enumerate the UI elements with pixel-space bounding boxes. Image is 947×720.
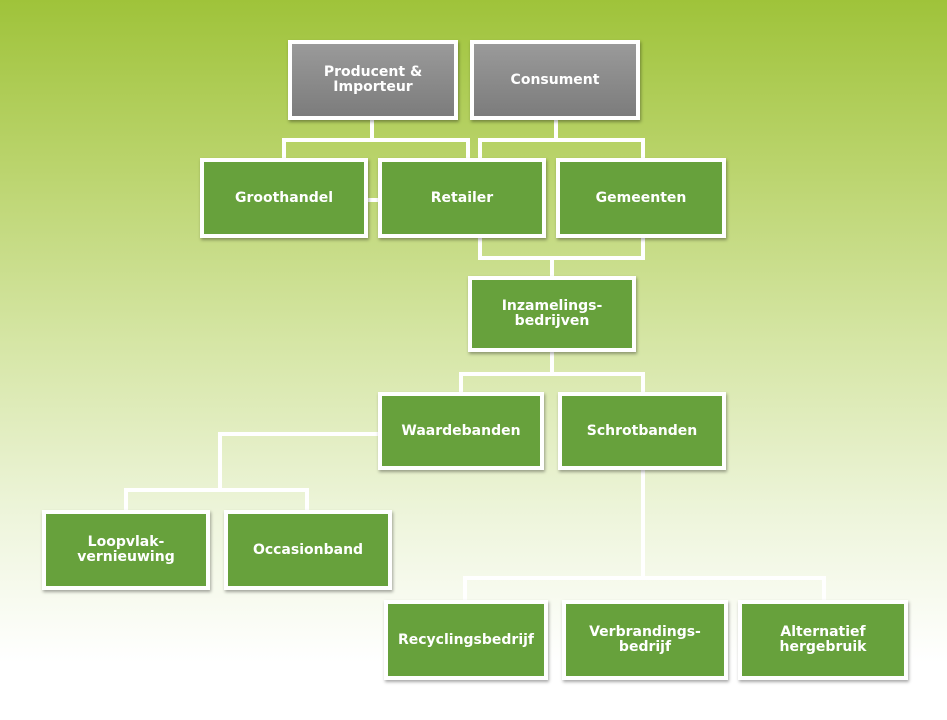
node-schrotbanden: Schrotbanden bbox=[558, 392, 726, 470]
node-occasionband: Occasionband bbox=[224, 510, 392, 590]
connector-consument-distribution bbox=[478, 118, 645, 160]
node-recyclingsbedrijf: Recyclingsbedrijf bbox=[384, 600, 548, 680]
connector-producent-distribution bbox=[282, 118, 470, 160]
node-retailer: Retailer bbox=[378, 158, 546, 238]
node-gemeenten: Gemeenten bbox=[556, 158, 726, 238]
connector-to-inzameling bbox=[478, 236, 645, 278]
node-consument: Consument bbox=[470, 40, 640, 120]
node-inzamelingsbedrijven: Inzamelings- bedrijven bbox=[468, 276, 636, 352]
node-loopvlakvernieuwing: Loopvlak- vernieuwing bbox=[42, 510, 210, 590]
node-waardebanden: Waardebanden bbox=[378, 392, 544, 470]
connector-inzameling-split bbox=[459, 350, 645, 394]
connector-schrotbanden-split bbox=[463, 468, 826, 602]
connector-waardebanden-split bbox=[124, 432, 382, 512]
node-verbrandingsbedrijf: Verbrandings- bedrijf bbox=[562, 600, 728, 680]
node-alternatief-hergebruik: Alternatief hergebruik bbox=[738, 600, 908, 680]
node-producent-importeur: Producent & Importeur bbox=[288, 40, 458, 120]
node-groothandel: Groothandel bbox=[200, 158, 368, 238]
